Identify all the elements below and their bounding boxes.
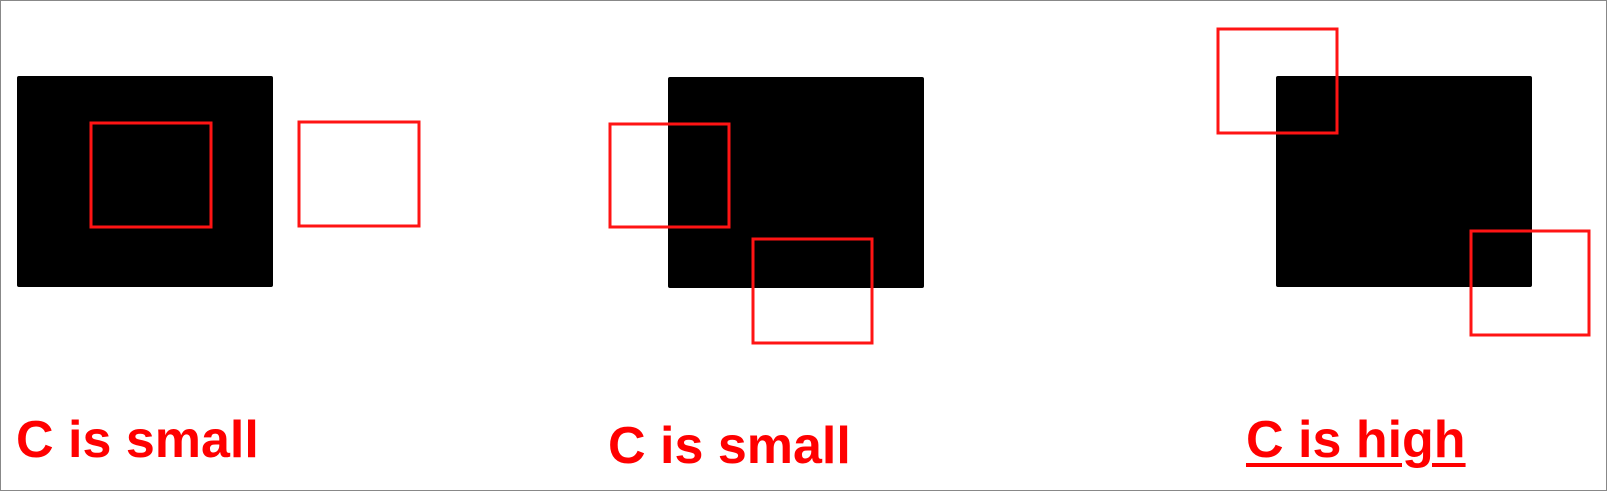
window-on-bottom-edge [751, 237, 874, 345]
window-on-top-left-corner [1216, 27, 1339, 135]
caption-panel-2: C is small [608, 417, 851, 475]
black-region-1 [17, 76, 273, 287]
panel-2 [608, 77, 924, 345]
panel-3 [1216, 27, 1591, 337]
black-region-3 [1276, 76, 1532, 287]
window-on-left-edge [608, 122, 731, 229]
caption-panel-1: C is small [16, 411, 259, 469]
panel-1 [17, 76, 421, 287]
caption-panel-3: C is high [1246, 411, 1466, 469]
window-on-bottom-right-corner [1469, 229, 1591, 337]
window-inside-region [89, 121, 213, 229]
black-region-2 [668, 77, 924, 288]
window-outside-region [297, 120, 421, 228]
